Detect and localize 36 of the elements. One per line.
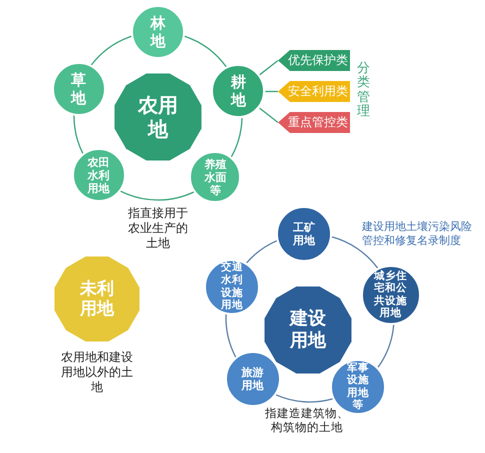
node-label: 林地 bbox=[149, 14, 167, 50]
dodecagon-node bbox=[53, 255, 141, 343]
note-text: 建设用地土壤污染风险管控和修复名录制度 bbox=[362, 220, 473, 249]
connector-line bbox=[120, 190, 194, 201]
node-label: 建设用地 bbox=[290, 308, 326, 352]
vertical-note: 分类管理 bbox=[357, 62, 370, 120]
node-label: 耕地 bbox=[230, 73, 248, 110]
node-label: 优先保护类 bbox=[288, 53, 348, 68]
connector-line bbox=[225, 314, 236, 358]
node-label: 旅游用地 bbox=[240, 366, 265, 393]
node-label: 未利用地 bbox=[80, 278, 114, 320]
connector-line bbox=[184, 36, 227, 68]
node-label: 养殖水面等 bbox=[203, 158, 228, 198]
connector-line bbox=[265, 90, 278, 92]
dodecagon-node bbox=[113, 72, 203, 162]
node-label: 农用地 bbox=[138, 93, 178, 141]
connector-line bbox=[332, 236, 378, 269]
node-label: 城乡住宅和公共设施用地 bbox=[372, 270, 408, 320]
node-label: 工矿用地 bbox=[292, 221, 316, 248]
category-tag bbox=[278, 81, 350, 102]
node-label: 重点管控类 bbox=[288, 115, 348, 130]
connector-line bbox=[377, 324, 394, 368]
connector-line bbox=[246, 240, 278, 264]
connector-line bbox=[73, 115, 84, 154]
connector-line bbox=[259, 60, 278, 76]
node-label: 草地 bbox=[70, 70, 88, 107]
connector-line bbox=[259, 108, 278, 124]
connector-line bbox=[90, 36, 132, 66]
caption-text: 农用地和建设用地以外的土地 bbox=[60, 350, 134, 395]
caption-text: 指直接用于农业生产的土地 bbox=[127, 206, 189, 251]
category-tag bbox=[278, 112, 350, 133]
node-label: 安全利用类 bbox=[288, 84, 348, 99]
connector-line bbox=[276, 394, 334, 403]
node-label: 农田水利用地 bbox=[86, 156, 111, 196]
category-tag bbox=[278, 50, 350, 71]
connector-line bbox=[230, 118, 243, 158]
